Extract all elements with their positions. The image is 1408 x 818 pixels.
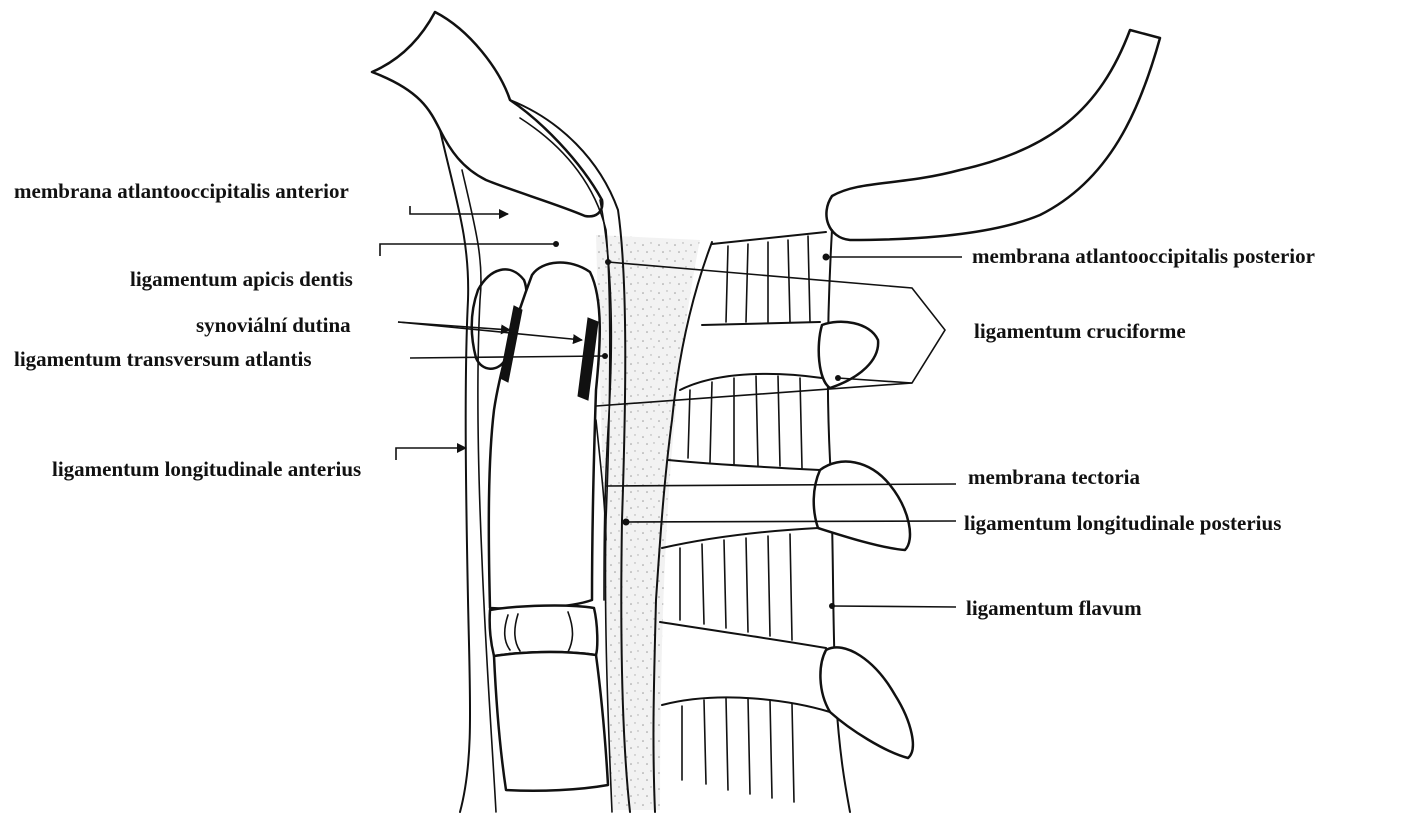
label-ligamentum-cruciforme: ligamentum cruciforme (974, 319, 1186, 343)
occipital-bone-anterior (372, 12, 602, 216)
leader-ligamentum-flavum (832, 606, 956, 607)
anterior-soft-tissue-outer (440, 130, 470, 812)
lamina-segment-3 (660, 528, 826, 648)
spinous-process-c3 (820, 647, 912, 758)
dot-flavum (829, 603, 835, 609)
lamina-segment-4 (662, 697, 830, 802)
spinous-process-c2 (814, 462, 910, 550)
label-membrana-atlantooccipitalis-anterior: membrana atlantooccipitalis anterior (14, 179, 349, 203)
intervertebral-disc-c2-c3 (490, 606, 598, 656)
label-ligamentum-flavum: ligamentum flavum (966, 596, 1142, 620)
label-ligamentum-longitudinale-posterius: ligamentum longitudinale posterius (964, 511, 1281, 535)
dot-posterior-membrane (823, 254, 830, 261)
occipital-bone-posterior (826, 30, 1160, 240)
label-membrana-atlantooccipitalis-posterior: membrana atlantooccipitalis posterior (972, 244, 1315, 268)
dot-posterius (623, 519, 630, 526)
dot-cruciforme-upper (605, 259, 611, 265)
dot-apicis-dentis (553, 241, 559, 247)
label-ligamentum-apicis-dentis: ligamentum apicis dentis (130, 267, 353, 291)
leader-ligamentum-longitudinale-posterius (626, 521, 956, 522)
label-synovialni-dutina: synoviální dutina (196, 313, 351, 337)
c3-vertebral-body (494, 652, 608, 791)
label-ligamentum-longitudinale-anterius: ligamentum longitudinale anterius (52, 457, 361, 481)
dot-transversum (602, 353, 608, 359)
leader-ligamentum-longitudinale-anterius (396, 448, 466, 460)
dot-cruciforme-lower (835, 375, 841, 381)
lamina-segment-2 (668, 374, 822, 470)
label-membrana-tectoria: membrana tectoria (968, 465, 1141, 489)
label-ligamentum-transversum-atlantis: ligamentum transversum atlantis (14, 347, 312, 371)
